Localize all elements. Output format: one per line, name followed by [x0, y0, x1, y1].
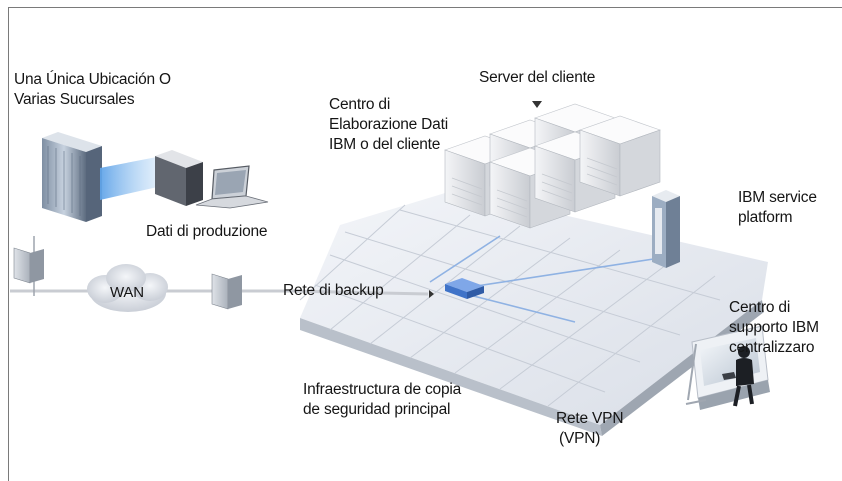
backup-pointer: [429, 290, 434, 298]
data-center-floor: [299, 190, 768, 436]
backup-infrastructure-label: Infraestructura de copia de seguridad pr…: [303, 380, 461, 420]
network-device-left: [13, 236, 44, 296]
support-center-label-line-1: Centro di: [729, 299, 791, 316]
vpn-label-line-1: Rete VPN: [556, 410, 624, 427]
wan-cloud: [87, 264, 168, 312]
backup-network-label: Rete di backup: [283, 282, 384, 299]
ibm-service-platform-tower: [652, 190, 680, 268]
data-center-label: Centro di Elaborazione Dati IBM o del cl…: [329, 95, 448, 155]
data-center-label-line-1: Centro di: [329, 96, 391, 113]
ibm-platform-label: IBM service platform: [738, 188, 817, 228]
backup-infrastructure-label-line-1: Infraestructura de copia: [303, 381, 462, 398]
vpn-label: Rete VPN (VPN): [556, 409, 624, 449]
sites-label-line-2: Varias Sucursales: [14, 91, 135, 108]
frame-left-line: [8, 7, 9, 481]
site-tower-server: [42, 132, 102, 222]
backup-appliance: [445, 278, 484, 299]
support-operator: [722, 346, 754, 407]
vpn-label-line-2: (VPN): [559, 430, 601, 447]
server-pointer: [532, 101, 542, 108]
production-data-label: Dati di produzione: [146, 223, 268, 240]
client-server-label: Server del cliente: [479, 69, 596, 86]
data-center-label-line-3: IBM o del cliente: [329, 136, 441, 153]
network-device-right: [211, 273, 242, 310]
data-center-label-line-2: Elaborazione Dati: [329, 116, 448, 133]
support-center-label-line-2: supporto IBM: [729, 319, 819, 336]
frame-top-line: [8, 7, 842, 8]
site-box-server: [155, 150, 203, 206]
sites-label: Una Única Ubicación O Varias Sucursales: [14, 70, 171, 110]
ibm-platform-label-line-1: IBM service: [738, 189, 817, 206]
site-laptop: [195, 165, 269, 209]
sites-label-line-1: Una Única Ubicación O: [14, 71, 171, 88]
backup-infrastructure-label-line-2: de seguridad principal: [303, 401, 451, 418]
data-beam: [100, 156, 162, 200]
wan-label: WAN: [110, 284, 144, 301]
support-center-label-line-3: centralizzaro: [729, 339, 815, 356]
server-racks: [444, 103, 661, 229]
ibm-platform-label-line-2: platform: [738, 209, 793, 226]
support-center-label: Centro di supporto IBM centralizzaro: [729, 298, 819, 358]
